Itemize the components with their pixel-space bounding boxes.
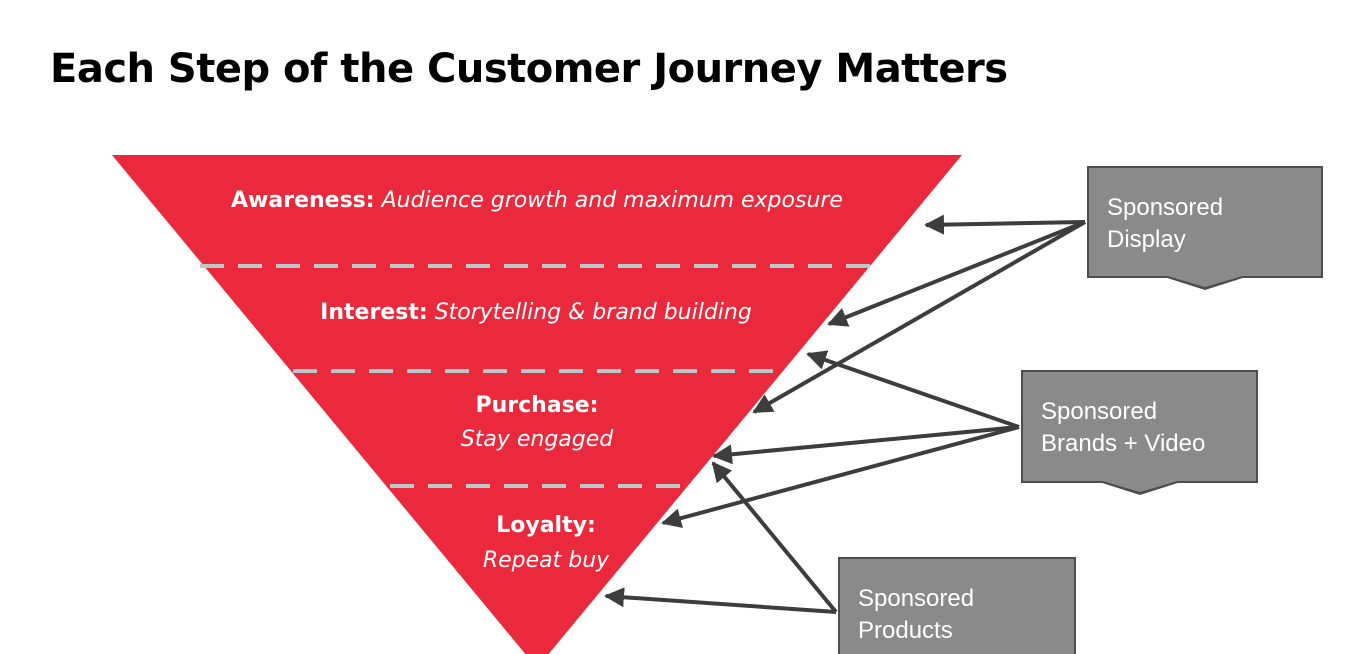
callout-brands-line-1: Sponsored [1041,398,1158,425]
page-title: Each Step of the Customer Journey Matter… [50,46,1008,92]
stage-awareness: Awareness: Audience growth and maximum e… [231,188,843,213]
arrow-display-interest [827,220,1086,327]
funnel [112,155,962,654]
stage-interest-desc: Storytelling & brand building [435,300,752,325]
stage-awareness-desc: Audience growth and maximum exposure [380,188,843,213]
stage-interest-key: Interest: [320,300,427,325]
arrow-products-purchase [711,461,838,614]
callout-display-line-1: Sponsored [1107,194,1224,221]
stage-interest: Interest: Storytelling & brand building [320,300,752,325]
callout-products-line-2: Products [858,617,953,644]
stage-purchase-desc: Stay engaged [461,427,615,452]
callout-products-line-1: Sponsored [858,585,975,612]
arrow-display-purchase [752,220,1086,414]
arrow-brands-purchase [712,425,1020,465]
callout-sponsored-display: Sponsored Display [1087,166,1323,290]
callout-display-line-2: Display [1107,226,1186,253]
arrow-display-awareness [924,214,1086,235]
stage-purchase-key: Purchase: [476,393,599,418]
callout-sponsored-brands-video: Sponsored Brands + Video [1021,370,1258,495]
arrow-brands-loyalty [661,425,1020,528]
callout-brands-line-2: Brands + Video [1041,430,1206,457]
stage-loyalty-key: Loyalty: [496,513,596,538]
stage-loyalty-desc: Repeat buy [483,548,610,573]
arrow-brands-interest [806,350,1020,429]
stage-awareness-key: Awareness: [231,188,375,213]
arrow-products-loyalty [604,587,837,614]
callout-sponsored-products: Sponsored Products [838,557,1076,654]
